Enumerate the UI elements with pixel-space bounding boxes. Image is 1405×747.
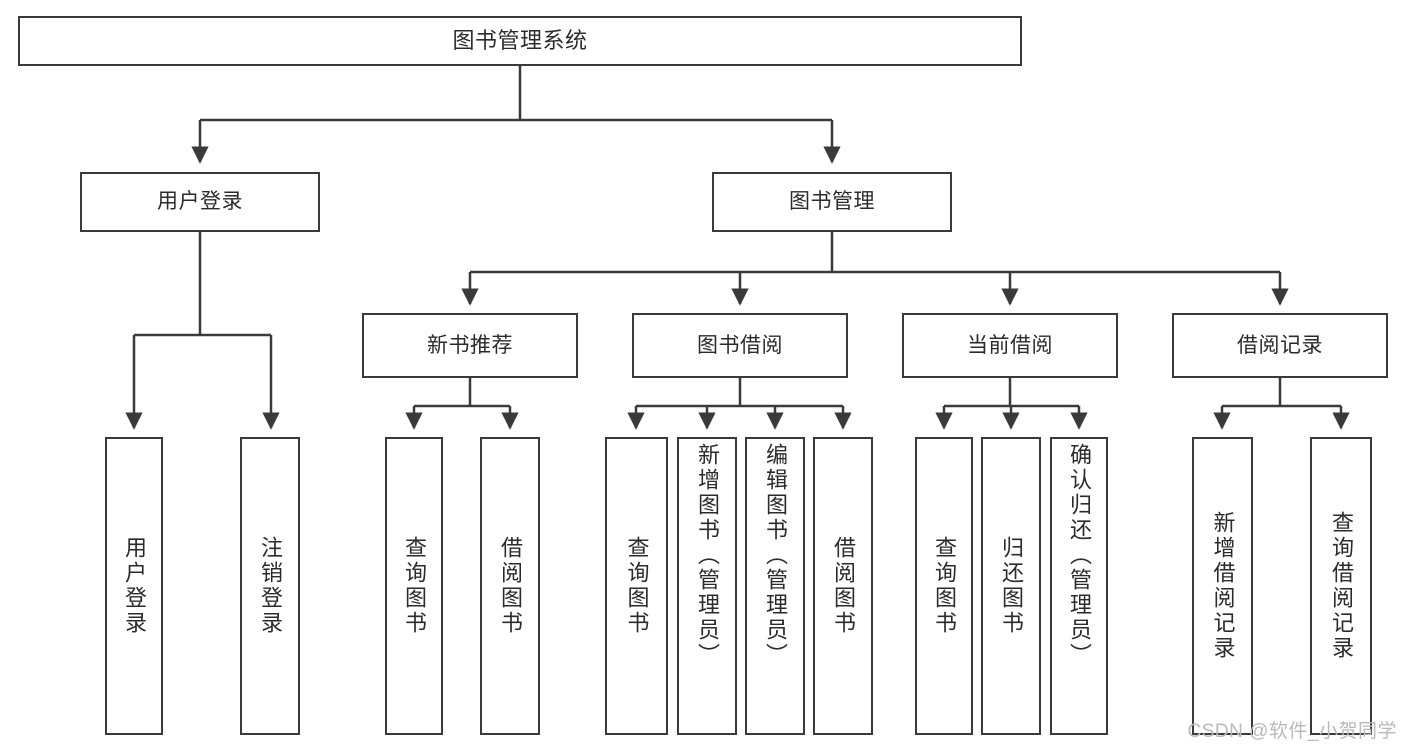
leaf-query-book-borrow-label: 查询图书 bbox=[624, 536, 650, 636]
leaf-confirm-return-admin[interactable]: 确认归还（管理员） bbox=[1050, 437, 1108, 735]
node-book-management-label: 图书管理 bbox=[789, 190, 875, 214]
leaf-query-borrow-record-label: 查询借阅记录 bbox=[1328, 511, 1354, 661]
node-root-label: 图书管理系统 bbox=[452, 27, 588, 53]
node-book-borrow[interactable]: 图书借阅 bbox=[632, 313, 848, 378]
node-user-login-label: 用户登录 bbox=[157, 190, 243, 214]
leaf-add-borrow-record-label: 新增借阅记录 bbox=[1210, 511, 1236, 661]
leaf-borrow-book-recommend[interactable]: 借阅图书 bbox=[480, 437, 540, 735]
leaf-add-book-admin-label: 新增图书（管理员） bbox=[694, 443, 720, 668]
leaf-user-login[interactable]: 用户登录 bbox=[105, 437, 163, 735]
leaf-query-book-recommend-label: 查询图书 bbox=[401, 536, 427, 636]
node-new-book-recommend[interactable]: 新书推荐 bbox=[362, 313, 578, 378]
leaf-edit-book-admin-label: 编辑图书（管理员） bbox=[762, 443, 788, 668]
leaf-edit-book-admin[interactable]: 编辑图书（管理员） bbox=[745, 437, 805, 735]
node-root[interactable]: 图书管理系统 bbox=[18, 16, 1022, 66]
leaf-query-book-current-label: 查询图书 bbox=[931, 536, 957, 636]
node-borrow-record[interactable]: 借阅记录 bbox=[1172, 313, 1388, 378]
leaf-confirm-return-admin-label: 确认归还（管理员） bbox=[1066, 443, 1092, 668]
node-book-borrow-label: 图书借阅 bbox=[697, 333, 783, 357]
leaf-query-borrow-record[interactable]: 查询借阅记录 bbox=[1310, 437, 1372, 735]
node-current-borrow[interactable]: 当前借阅 bbox=[902, 313, 1118, 378]
node-book-management[interactable]: 图书管理 bbox=[712, 172, 952, 232]
leaf-add-borrow-record[interactable]: 新增借阅记录 bbox=[1192, 437, 1253, 735]
leaf-return-book-label: 归还图书 bbox=[998, 536, 1024, 636]
leaf-borrow-book-recommend-label: 借阅图书 bbox=[497, 536, 523, 636]
node-user-login[interactable]: 用户登录 bbox=[80, 172, 320, 232]
leaf-user-login-label: 用户登录 bbox=[121, 536, 147, 636]
leaf-add-book-admin[interactable]: 新增图书（管理员） bbox=[677, 437, 737, 735]
node-new-book-recommend-label: 新书推荐 bbox=[427, 333, 513, 357]
leaf-user-logout[interactable]: 注销登录 bbox=[240, 437, 300, 735]
leaf-query-book-recommend[interactable]: 查询图书 bbox=[385, 437, 443, 735]
leaf-borrow-book-label: 借阅图书 bbox=[830, 536, 856, 636]
leaf-query-book-current[interactable]: 查询图书 bbox=[915, 437, 973, 735]
leaf-borrow-book[interactable]: 借阅图书 bbox=[813, 437, 873, 735]
leaf-user-logout-label: 注销登录 bbox=[257, 536, 283, 636]
watermark: CSDN @软件_小贺同学 bbox=[1187, 721, 1397, 742]
node-borrow-record-label: 借阅记录 bbox=[1237, 333, 1323, 357]
leaf-return-book[interactable]: 归还图书 bbox=[981, 437, 1041, 735]
leaf-query-book-borrow[interactable]: 查询图书 bbox=[605, 437, 668, 735]
node-current-borrow-label: 当前借阅 bbox=[967, 333, 1053, 357]
